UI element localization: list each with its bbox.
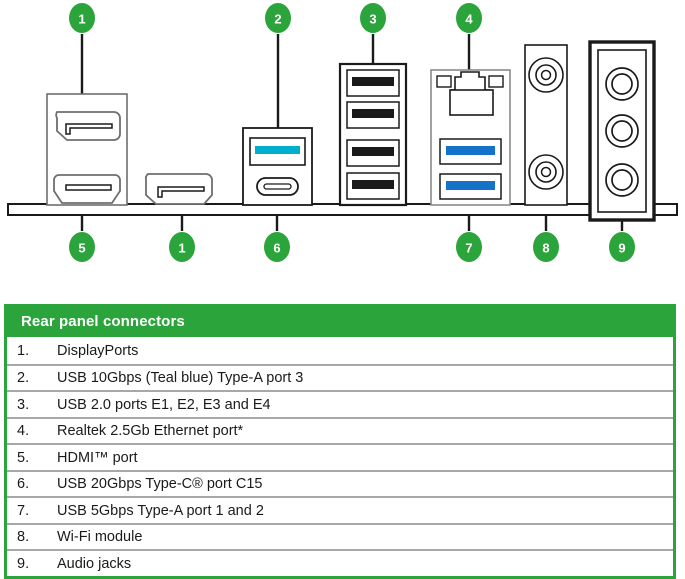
rear-panel-connectors-table: Rear panel connectors 1. DisplayPorts 2.… — [4, 304, 676, 579]
table-row: 5. HDMI™ port — [7, 443, 673, 470]
row-number: 3. — [17, 396, 30, 413]
callout-7-bottom-label: 7 — [465, 241, 472, 256]
row-number: 7. — [17, 502, 30, 519]
lan-led-right — [488, 75, 504, 88]
callout-5-bottom: 5 — [69, 232, 95, 262]
callout-2-top-label: 2 — [274, 12, 281, 27]
audio-jack-bottom — [605, 163, 639, 197]
audio-jack-top — [605, 67, 639, 101]
table-row: 7. USB 5Gbps Type-A port 1 and 2 — [7, 496, 673, 523]
callout-1-bottom: 1 — [169, 232, 195, 262]
callout-3-top: 3 — [360, 3, 386, 33]
callout-4-top-label: 4 — [465, 12, 473, 27]
usb3-blue-insert-1 — [446, 146, 495, 155]
wifi-module — [524, 44, 568, 206]
port-group-lan-usb3 — [430, 69, 511, 206]
usb-2-0-port-e3 — [346, 139, 400, 167]
callout-1-top: 1 — [69, 3, 95, 33]
table-row: 4. Realtek 2.5Gb Ethernet port* — [7, 416, 673, 444]
audio-jacks-module — [588, 40, 656, 222]
table-row: 1. DisplayPorts — [7, 337, 673, 364]
table-row: 8. Wi-Fi module — [7, 522, 673, 550]
row-number: 8. — [17, 529, 30, 545]
usb-2-0-port-e1 — [346, 69, 400, 97]
table-row: 2. USB 10Gbps (Teal blue) Type-A port 3 — [7, 363, 673, 391]
usb-teal-insert — [255, 146, 300, 154]
row-number: 5. — [17, 449, 30, 466]
callout-2-top: 2 — [265, 3, 291, 33]
table-row: 9. Audio jacks — [7, 549, 673, 576]
usb-2-0-port-e2 — [346, 101, 400, 129]
row-label: USB 5Gbps Type-A port 1 and 2 — [57, 502, 264, 519]
row-label: HDMI™ port — [57, 449, 138, 466]
callout-8-bottom: 8 — [533, 232, 559, 262]
callouts-top: 1 2 3 4 — [69, 3, 482, 33]
row-number: 9. — [17, 555, 30, 572]
usb-5gbps-type-a-port-2 — [439, 173, 502, 200]
callout-1-top-label: 1 — [78, 12, 85, 27]
callout-9-bottom: 9 — [609, 232, 635, 262]
row-label: Audio jacks — [57, 555, 132, 572]
row-number: 4. — [17, 423, 30, 439]
port-group-usb-teal-typec — [242, 127, 313, 206]
usb-2-0-port-e4 — [346, 172, 400, 200]
table-row: 6. USB 20Gbps Type-C® port C15 — [7, 469, 673, 497]
callout-4-top: 4 — [456, 3, 482, 33]
row-label: DisplayPorts — [57, 342, 139, 359]
row-label: Realtek 2.5Gb Ethernet port* — [57, 423, 244, 439]
callout-6-bottom: 6 — [264, 232, 290, 262]
rear-panel-diagram: 1 2 3 4 5 1 6 7 — [0, 0, 685, 285]
table-body: 1. DisplayPorts 2. USB 10Gbps (Teal blue… — [7, 337, 673, 576]
wifi-antenna-connector-bottom — [528, 154, 564, 190]
row-number: 2. — [17, 370, 30, 386]
callout-5-bottom-label: 5 — [78, 241, 85, 256]
displayport-bottom — [144, 173, 213, 205]
row-number: 1. — [17, 342, 30, 359]
usb-10gbps-teal-type-a — [249, 137, 306, 166]
row-number: 6. — [17, 476, 30, 492]
wifi-antenna-connector-top — [528, 57, 564, 93]
callout-6-bottom-label: 6 — [273, 241, 280, 256]
table-row: 3. USB 2.0 ports E1, E2, E3 and E4 — [7, 390, 673, 417]
callout-7-bottom: 7 — [456, 232, 482, 262]
table-header-title: Rear panel connectors — [7, 307, 673, 338]
port-group-dp-hdmi — [46, 93, 128, 206]
callout-3-top-label: 3 — [369, 12, 376, 27]
row-label: USB 2.0 ports E1, E2, E3 and E4 — [57, 396, 271, 413]
port-group-usb2-stack — [338, 62, 408, 207]
callout-1-bottom-label: 1 — [178, 241, 185, 256]
rj45-ethernet-port — [436, 71, 504, 116]
callouts-bottom: 5 1 6 7 8 9 — [69, 232, 635, 262]
audio-jack-middle — [605, 114, 639, 148]
hdmi-port — [53, 174, 121, 204]
usb3-blue-insert-2 — [446, 181, 495, 190]
callout-8-bottom-label: 8 — [542, 241, 549, 256]
row-label: USB 10Gbps (Teal blue) Type-A port 3 — [57, 370, 304, 386]
lan-led-left — [436, 75, 452, 88]
usb-5gbps-type-a-port-1 — [439, 138, 502, 165]
row-label: USB 20Gbps Type-C® port C15 — [57, 476, 263, 492]
callout-9-bottom-label: 9 — [618, 241, 625, 256]
displayport-top — [55, 111, 121, 141]
row-label: Wi-Fi module — [57, 529, 143, 545]
usb-20gbps-type-c — [256, 177, 299, 196]
